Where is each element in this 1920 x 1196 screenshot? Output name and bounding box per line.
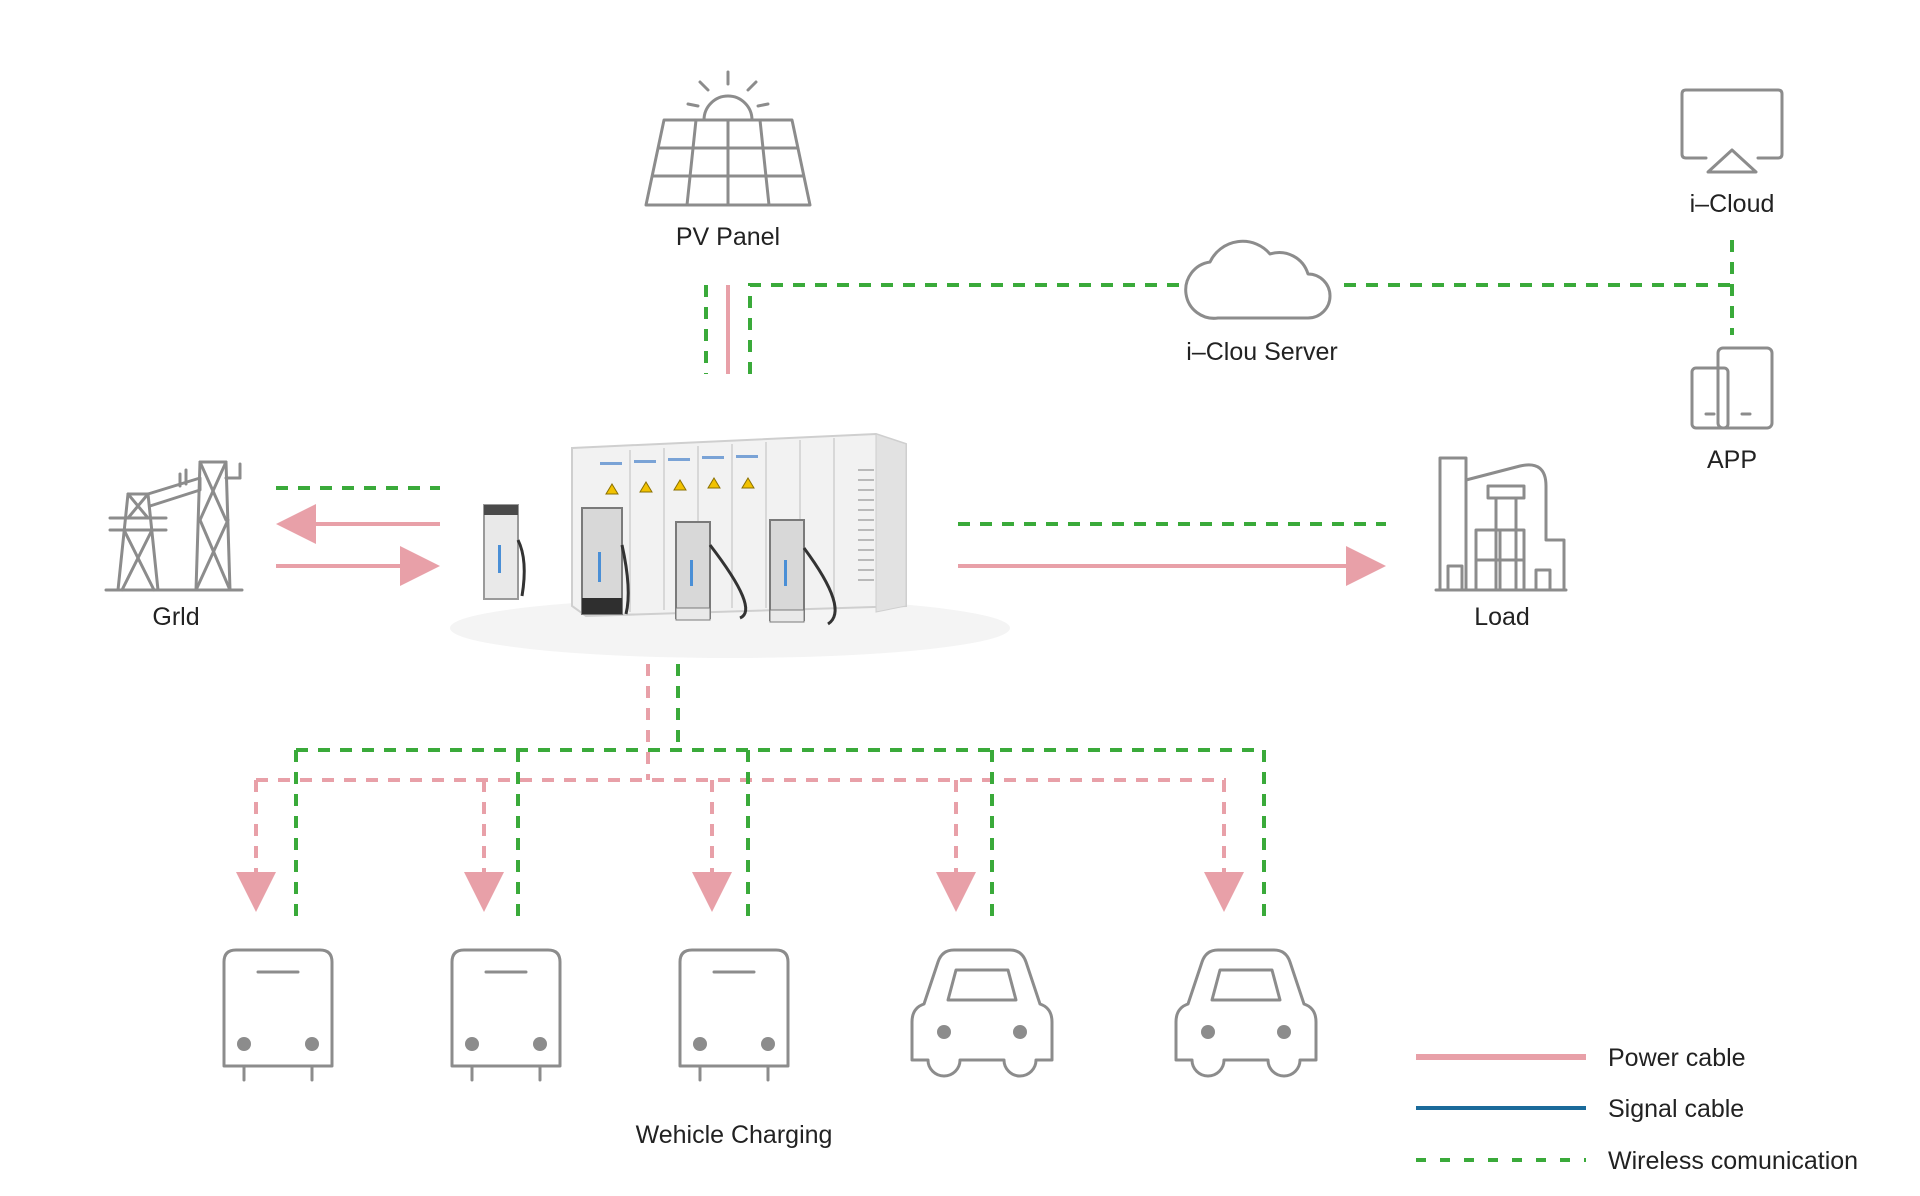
airplay-screen-icon	[1680, 88, 1784, 174]
load-label: Load	[1474, 603, 1530, 631]
cloud-icon	[1184, 239, 1332, 320]
bus-icon	[678, 948, 790, 1082]
cloud-server-label: i–Clou Server	[1186, 338, 1337, 366]
legend-wireless-label: Wireless comunication	[1608, 1147, 1858, 1175]
vehicle-branch-lines	[236, 750, 1266, 920]
storage-container-icon	[450, 432, 1010, 658]
container-to-cloud-wireless	[748, 283, 1180, 374]
vehicle-charging-label: Wehicle Charging	[636, 1121, 833, 1149]
factory-icon	[1434, 456, 1568, 592]
devices-icon	[1690, 346, 1774, 430]
car-icon	[1174, 948, 1318, 1078]
power-tower-icon	[104, 460, 244, 592]
legend-power-label: Power cable	[1608, 1044, 1746, 1072]
legend: Power cable Signal cable Wireless comuni…	[1416, 1044, 1858, 1175]
grid-label: Grld	[152, 603, 199, 631]
legend-signal-label: Signal cable	[1608, 1095, 1744, 1123]
solar-panel-icon	[644, 70, 812, 207]
car-icon	[910, 948, 1054, 1078]
bus-icon	[450, 948, 562, 1082]
icloud-label: i–Cloud	[1690, 190, 1775, 218]
bus-icon	[222, 948, 334, 1082]
pv-panel-label: PV Panel	[676, 223, 780, 251]
app-label: APP	[1707, 446, 1757, 474]
